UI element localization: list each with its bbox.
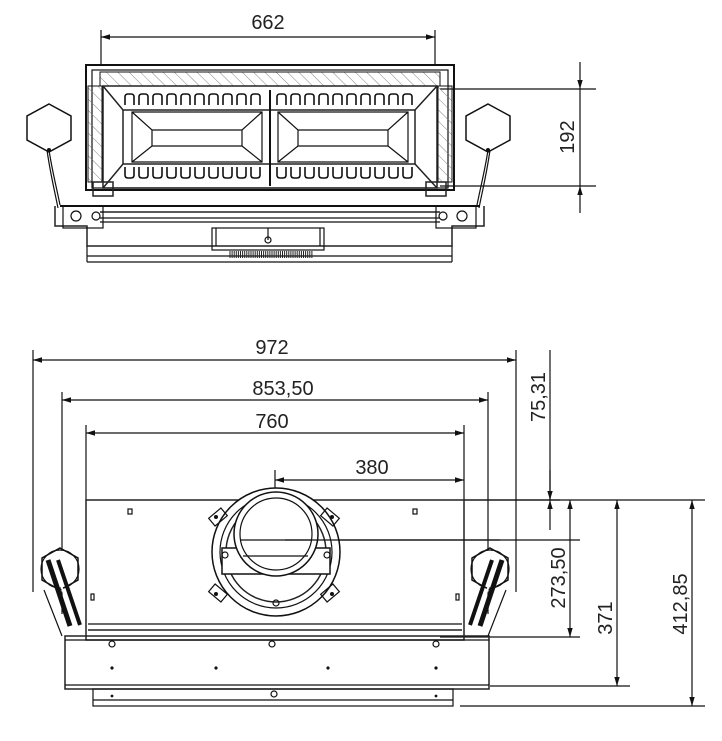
dimension-662: 662 xyxy=(100,12,436,66)
corner-block-left xyxy=(92,181,114,197)
grate-tooth xyxy=(290,167,301,179)
grate-tooth xyxy=(250,167,261,179)
grate-tooth xyxy=(194,167,205,179)
dim-label-380: 380 xyxy=(355,457,388,479)
right-connection-hexagon xyxy=(465,103,511,209)
grate-tooth xyxy=(250,93,261,105)
front-view: 972 853,50 760 380 xyxy=(32,337,705,707)
rear-wall-hatch xyxy=(99,71,441,87)
grate-teeth-bottom xyxy=(124,167,413,179)
grate-tooth xyxy=(346,167,357,179)
grate-tooth xyxy=(236,93,247,105)
grate-tooth xyxy=(152,167,163,179)
grate-tooth xyxy=(290,93,301,105)
dimension-853-50: 853,50 xyxy=(61,378,489,614)
grate-tooth xyxy=(346,93,357,105)
grate-tooth xyxy=(304,93,315,105)
dim-label-662: 662 xyxy=(251,12,284,34)
dimension-412-85: 412,85 xyxy=(460,499,705,707)
grate-tooth xyxy=(236,167,247,179)
dim-label-371: 371 xyxy=(595,601,617,634)
grate-tooth xyxy=(166,93,177,105)
grate-tooth xyxy=(360,93,371,105)
grate-tooth xyxy=(180,167,191,179)
top-view: 662 192 xyxy=(26,12,596,263)
hinge-left xyxy=(62,205,104,229)
glass-panel-left xyxy=(131,111,263,163)
grate-tooth xyxy=(374,167,385,179)
base-screws xyxy=(108,640,440,698)
grate-tooth xyxy=(318,167,329,179)
grate-tooth xyxy=(138,167,149,179)
grate-tooth xyxy=(194,93,205,105)
grate-tooth xyxy=(388,93,399,105)
dimension-371: 371 xyxy=(490,500,630,687)
grate-tooth xyxy=(208,167,219,179)
dim-label-412-85: 412,85 xyxy=(670,573,692,634)
left-cable-hexagon xyxy=(40,547,82,637)
grate-tooth xyxy=(402,93,413,105)
grate-tooth xyxy=(374,93,385,105)
dim-label-972: 972 xyxy=(255,337,288,359)
flue-outlet xyxy=(207,487,500,617)
dimension-972: 972 xyxy=(32,337,517,592)
grate-teeth-top xyxy=(124,93,413,105)
dimension-273-50: 273,50 xyxy=(310,500,580,638)
dim-label-760: 760 xyxy=(255,411,288,433)
hinge-right xyxy=(435,205,477,229)
right-cable-hexagon xyxy=(468,547,510,637)
dim-label-75-31: 75,31 xyxy=(528,372,550,422)
corner-block-right xyxy=(425,181,447,197)
base-block xyxy=(64,635,490,690)
firebox-outer xyxy=(85,64,455,191)
grate-tooth xyxy=(180,93,191,105)
dim-label-853-50: 853,50 xyxy=(252,378,313,400)
grate-tooth xyxy=(222,167,233,179)
left-wall-hatch xyxy=(87,85,103,183)
grate-tooth xyxy=(138,93,149,105)
dimension-192: 192 xyxy=(440,62,596,213)
grate-tooth xyxy=(304,167,315,179)
grate-tooth xyxy=(276,167,287,179)
grate-tooth xyxy=(388,167,399,179)
intake-grille xyxy=(229,251,313,258)
dimension-760: 760 xyxy=(85,411,465,500)
grate-tooth xyxy=(360,167,371,179)
dim-label-273-50: 273,50 xyxy=(548,547,570,608)
base-frame xyxy=(54,206,485,247)
grate-tooth xyxy=(318,93,329,105)
right-wall-hatch xyxy=(437,85,453,183)
grate-tooth xyxy=(124,167,135,179)
grate-tooth xyxy=(332,93,343,105)
grate-tooth xyxy=(208,93,219,105)
grate-tooth xyxy=(332,167,343,179)
grate-tooth xyxy=(124,93,135,105)
dimension-75-31: 75,31 xyxy=(464,350,560,530)
grate-tooth xyxy=(276,93,287,105)
grate-tooth xyxy=(222,93,233,105)
grate-tooth xyxy=(166,167,177,179)
grate-tooth xyxy=(402,167,413,179)
dim-label-192: 192 xyxy=(557,120,579,153)
glass-panel-right xyxy=(277,111,409,163)
grate-tooth xyxy=(152,93,163,105)
left-connection-hexagon xyxy=(26,103,72,209)
base-plinth xyxy=(92,688,454,707)
